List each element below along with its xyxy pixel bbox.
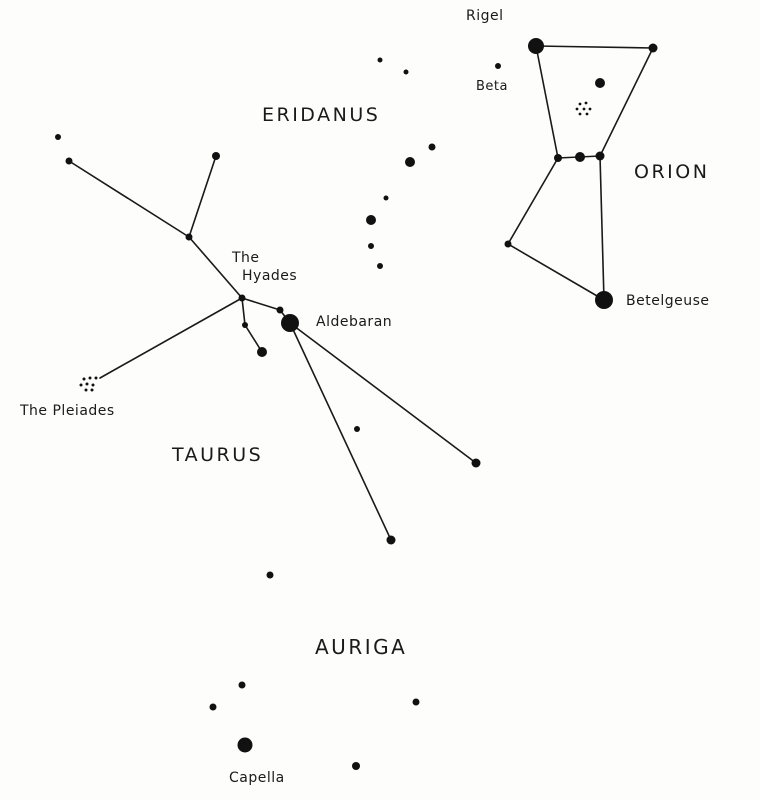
eridanus-star <box>428 143 436 151</box>
taurus-star <box>55 134 61 140</box>
hyades-star <box>276 306 284 314</box>
hyades-label: The Hyades <box>231 250 297 284</box>
hyades-star <box>242 322 248 328</box>
rigel-star <box>528 38 544 54</box>
betelgeuse-label: Betelgeuse <box>626 293 710 309</box>
hyades-label-line: The <box>231 250 260 266</box>
eridanus-label: ERIDANUS <box>262 104 380 126</box>
eridanus-star <box>383 195 389 201</box>
taurus-horn-star <box>471 458 481 468</box>
taurus-star <box>185 233 193 241</box>
taurus-lines <box>68 155 477 541</box>
taurus-star <box>354 426 360 432</box>
eridanus-star <box>377 263 383 269</box>
taurus-star <box>257 347 267 357</box>
taurus-star <box>65 157 73 165</box>
eridanus-star <box>368 243 374 249</box>
hyades-star <box>238 294 246 302</box>
eridanus-star <box>377 57 383 63</box>
pleiades-cluster <box>79 376 98 392</box>
belt-star-2 <box>575 152 585 162</box>
capella-star <box>237 737 253 753</box>
taurus-star <box>266 571 274 579</box>
beta-label: Beta <box>476 79 508 94</box>
auriga-star <box>352 762 360 770</box>
orion-stars <box>495 38 658 309</box>
eridanus-star <box>366 215 376 225</box>
pleiades-label: The Pleiades <box>19 403 115 419</box>
eridanus-star <box>405 157 415 167</box>
orion-nebula-cluster <box>575 101 592 116</box>
belt-star-1 <box>554 154 562 162</box>
taurus-label: TAURUS <box>171 444 263 466</box>
orion-head-star <box>595 78 605 88</box>
rigel-label: Rigel <box>466 8 504 24</box>
orion-knee-star <box>504 240 512 248</box>
auriga-stars <box>209 681 420 770</box>
eridanus-stars <box>366 57 436 269</box>
taurus-stars <box>55 134 481 579</box>
aldebaran-star <box>281 314 299 332</box>
orion-lines <box>507 45 654 301</box>
aldebaran-label: Aldebaran <box>316 314 392 330</box>
orion-shoulder-star <box>648 43 658 53</box>
taurus-horn-star <box>386 535 396 545</box>
taurus-star <box>212 152 220 160</box>
auriga-star <box>238 681 246 689</box>
betelgeuse-star <box>595 291 613 309</box>
eridanus-star <box>403 69 409 75</box>
auriga-star <box>209 703 217 711</box>
capella-label: Capella <box>229 770 285 786</box>
hyades-label-line: Hyades <box>242 268 297 284</box>
beta-star <box>495 63 501 69</box>
auriga-label: AURIGA <box>315 635 407 659</box>
orion-label: ORION <box>634 161 709 183</box>
auriga-star <box>412 698 420 706</box>
belt-star-3 <box>595 151 605 161</box>
